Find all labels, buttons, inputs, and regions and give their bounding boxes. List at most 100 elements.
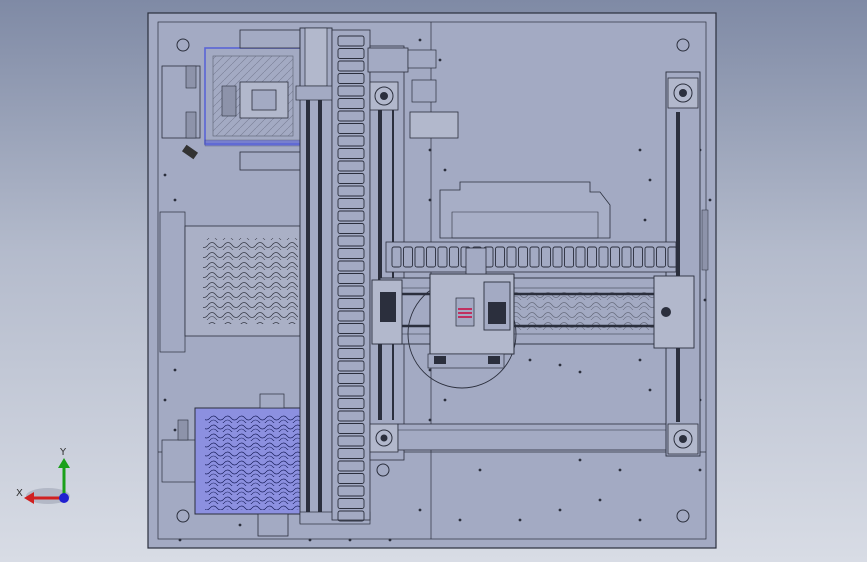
chain-link: [337, 460, 365, 472]
parts-tray-upper[interactable]: [159, 211, 301, 353]
chain-link: [610, 246, 620, 268]
gripper-carriage[interactable]: [371, 247, 517, 389]
chain-link: [598, 246, 609, 268]
chain-link: [337, 148, 365, 159]
corner-holes: [176, 38, 690, 523]
chain-link: [495, 246, 505, 268]
mount-hole: [558, 508, 562, 512]
mount-hole: [578, 458, 582, 462]
chain-link: [414, 246, 425, 268]
mount-hole: [648, 178, 652, 182]
chain-link: [337, 435, 365, 447]
chain-link: [391, 246, 402, 268]
chain-link: [337, 473, 365, 484]
mount-hole: [643, 218, 647, 222]
chain-link: [337, 273, 365, 284]
x-gantry-beam[interactable]: [379, 275, 695, 349]
y-axis-label: Y: [59, 447, 67, 458]
mount-hole: [418, 38, 422, 42]
chain-link: [337, 348, 365, 359]
mount-hole: [578, 370, 582, 374]
mount-hole: [638, 148, 642, 152]
chain-link: [337, 298, 365, 309]
chain-link: [506, 246, 517, 268]
mount-hole: [163, 173, 167, 177]
mount-hole: [638, 518, 642, 522]
mount-hole: [618, 468, 622, 472]
chain-link: [337, 423, 365, 434]
x-axis-label: X: [16, 488, 23, 499]
chain-link: [337, 248, 365, 259]
mount-hole: [528, 358, 532, 362]
mount-hole: [703, 298, 707, 302]
mount-hole: [708, 198, 712, 202]
chain-link: [337, 360, 365, 372]
mount-hole: [418, 508, 422, 512]
chain-link: [656, 246, 666, 268]
mount-hole: [478, 468, 482, 472]
chain-link: [449, 246, 459, 268]
mount-hole: [238, 523, 242, 527]
mount-hole: [648, 388, 652, 392]
chain-link: [552, 246, 563, 268]
chain-link: [337, 510, 365, 522]
chain-link: [426, 246, 436, 268]
chain-link: [403, 246, 413, 268]
chain-link: [337, 198, 365, 209]
fixture-head[interactable]: [161, 29, 311, 171]
chain-link: [337, 73, 365, 84]
chain-link: [337, 323, 365, 334]
chain-link: [337, 498, 365, 509]
chain-link: [337, 60, 365, 72]
mount-hole: [428, 418, 432, 422]
chain-link: [337, 110, 365, 122]
chain-link: [337, 310, 365, 322]
chain-link: [667, 246, 678, 268]
chain-link: [564, 246, 574, 268]
chain-link: [337, 48, 365, 59]
chain-link: [337, 485, 365, 497]
chain-link: [337, 260, 365, 272]
parts-tray-lower[interactable]: [161, 393, 306, 537]
chain-link: [337, 35, 365, 47]
chain-link: [541, 246, 551, 268]
mount-hole: [558, 363, 562, 367]
chain-link: [644, 246, 655, 268]
chain-link: [337, 135, 365, 147]
mount-hole: [178, 538, 182, 542]
mount-hole: [458, 518, 462, 522]
mount-hole: [163, 398, 167, 402]
mount-hole: [428, 368, 432, 372]
mount-hole: [698, 468, 702, 472]
chain-link: [337, 223, 365, 234]
mount-hole: [308, 538, 312, 542]
x-beam-bottom[interactable]: [397, 423, 699, 451]
mount-hole: [173, 368, 177, 372]
mount-hole: [438, 58, 442, 62]
cable-carrier-horizontal[interactable]: [385, 241, 678, 273]
chain-link: [337, 398, 365, 409]
chain-link: [337, 285, 365, 297]
chain-link: [621, 246, 632, 268]
chain-link: [575, 246, 586, 268]
chain-link: [529, 246, 540, 268]
chain-link: [587, 246, 597, 268]
chain-link: [337, 373, 365, 384]
chain-link: [518, 246, 528, 268]
chain-link: [337, 123, 365, 134]
mount-hole: [348, 538, 352, 542]
chain-link: [633, 246, 643, 268]
orientation-triad: Y X: [16, 447, 70, 504]
chain-link: [337, 410, 365, 422]
chain-link: [337, 160, 365, 172]
chain-link: [437, 246, 448, 268]
z-axis-dot: [59, 493, 69, 503]
chain-link: [337, 448, 365, 459]
chain-link: [337, 173, 365, 184]
cable-carrier-vertical[interactable]: [331, 29, 371, 522]
chain-link: [337, 85, 365, 97]
mount-hole: [173, 428, 177, 432]
mount-hole: [598, 498, 602, 502]
